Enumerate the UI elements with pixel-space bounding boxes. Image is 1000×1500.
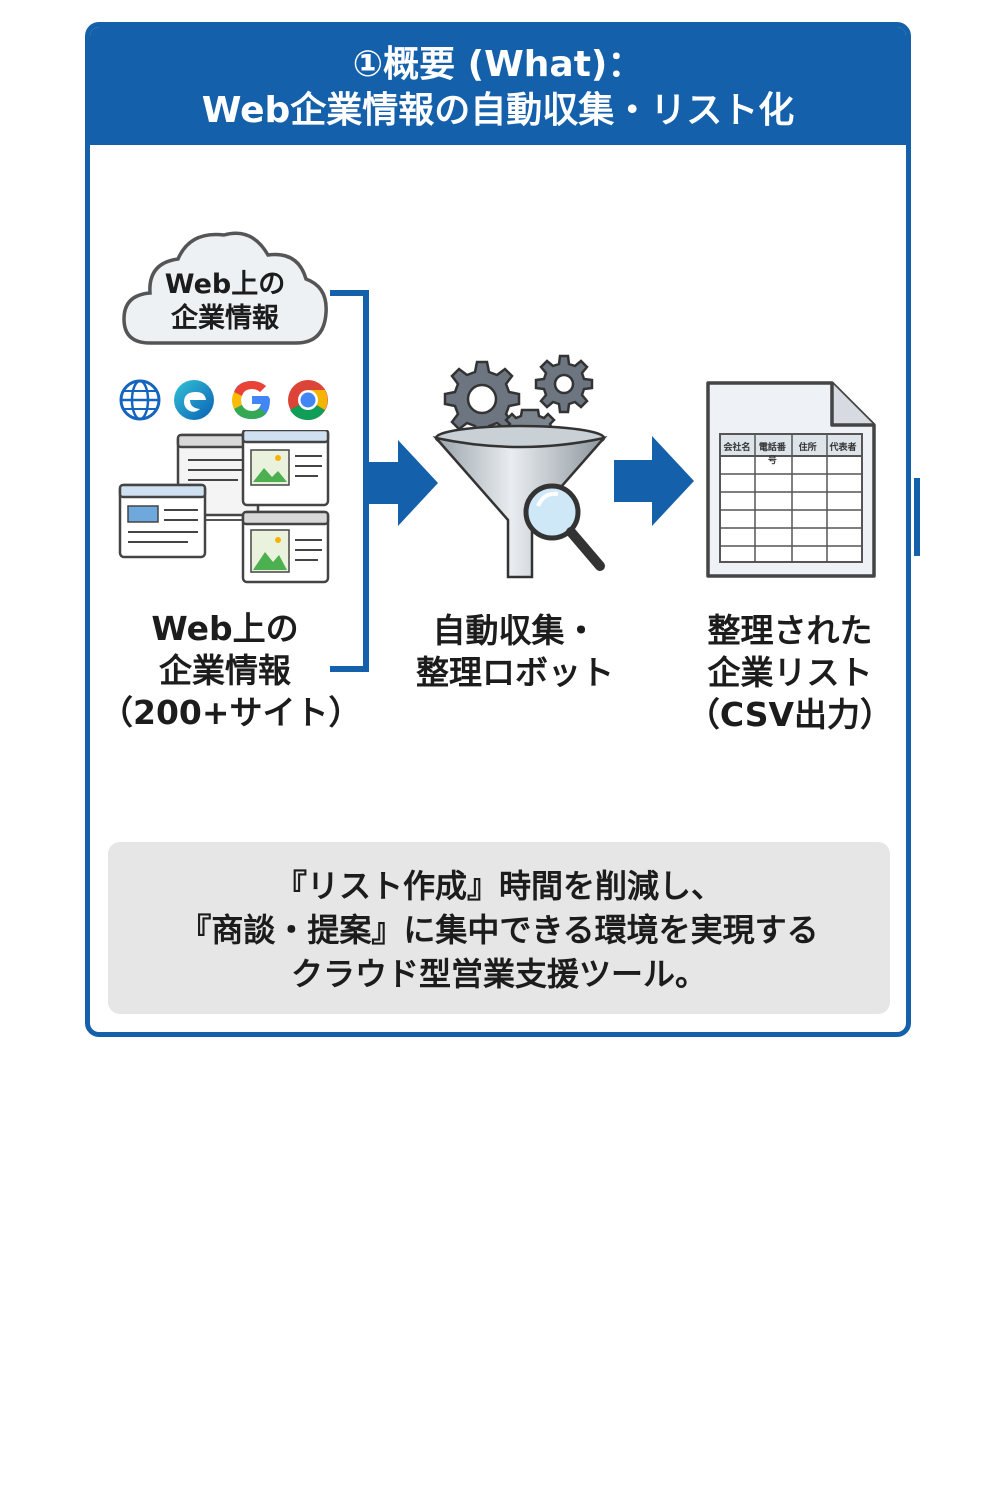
csv-column-address: 住所 <box>798 443 817 453</box>
process-caption-line2: 整理ロボット <box>416 653 614 692</box>
summary-line3: クラウド型営業支援ツール。 <box>290 955 707 993</box>
csv-column-company: 会社名 <box>723 443 751 453</box>
source-caption-line2: 企業情報 <box>159 651 291 690</box>
cloud-label-line1: Web上の <box>164 269 286 300</box>
output-caption-line2: 企業リスト <box>707 653 873 692</box>
google-icon <box>232 381 270 419</box>
cloud-icon <box>122 231 328 345</box>
source-caption-line1: Web上の <box>151 609 299 648</box>
panel-header: ①概要 (What)： Web企業情報の自動収集・リスト化 <box>90 27 906 145</box>
cloud-label: Web上の 企業情報 <box>125 268 325 336</box>
source-caption-line3: （200+サイト） <box>100 693 362 732</box>
web-pages-illustration <box>118 430 330 584</box>
csv-column-phone: 電話番号 <box>758 443 786 466</box>
csv-column-representative: 代表者 <box>829 443 857 453</box>
summary-line1: 『リスト作成』時間を削減し、 <box>274 867 723 905</box>
output-caption-line1: 整理された <box>707 611 873 650</box>
process-caption: 自動収集・ 整理ロボット <box>400 610 630 694</box>
arrow-right-icon <box>366 440 438 526</box>
summary-line2: 『商談・提案』に集中できる環境を実現する <box>179 911 819 949</box>
funnel-gears-robot-icon <box>432 354 608 579</box>
globe-icon <box>119 379 161 421</box>
header-title-line2: Web企業情報の自動収集・リスト化 <box>201 90 795 131</box>
cloud-label-line2: 企業情報 <box>171 303 279 334</box>
summary-box: 『リスト作成』時間を削減し、 『商談・提案』に集中できる環境を実現する クラウド… <box>108 842 890 1014</box>
output-caption-line3: （CSV出力） <box>686 695 894 734</box>
bracket-connector <box>330 290 369 672</box>
chrome-icon <box>288 380 328 420</box>
source-caption: Web上の 企業情報 （200+サイト） <box>100 608 362 734</box>
csv-column-headers: 会社名 電話番号 住所 代表者 <box>720 440 860 466</box>
output-caption: 整理された 企業リスト （CSV出力） <box>680 610 900 736</box>
csv-document-icon <box>706 381 876 578</box>
edge-accent-bar <box>914 478 920 556</box>
arrow-right-icon <box>614 436 694 526</box>
process-caption-line1: 自動収集・ <box>432 611 598 650</box>
edge-browser-icon <box>174 380 214 420</box>
header-title-line1: ①概要 (What)： <box>352 44 644 85</box>
